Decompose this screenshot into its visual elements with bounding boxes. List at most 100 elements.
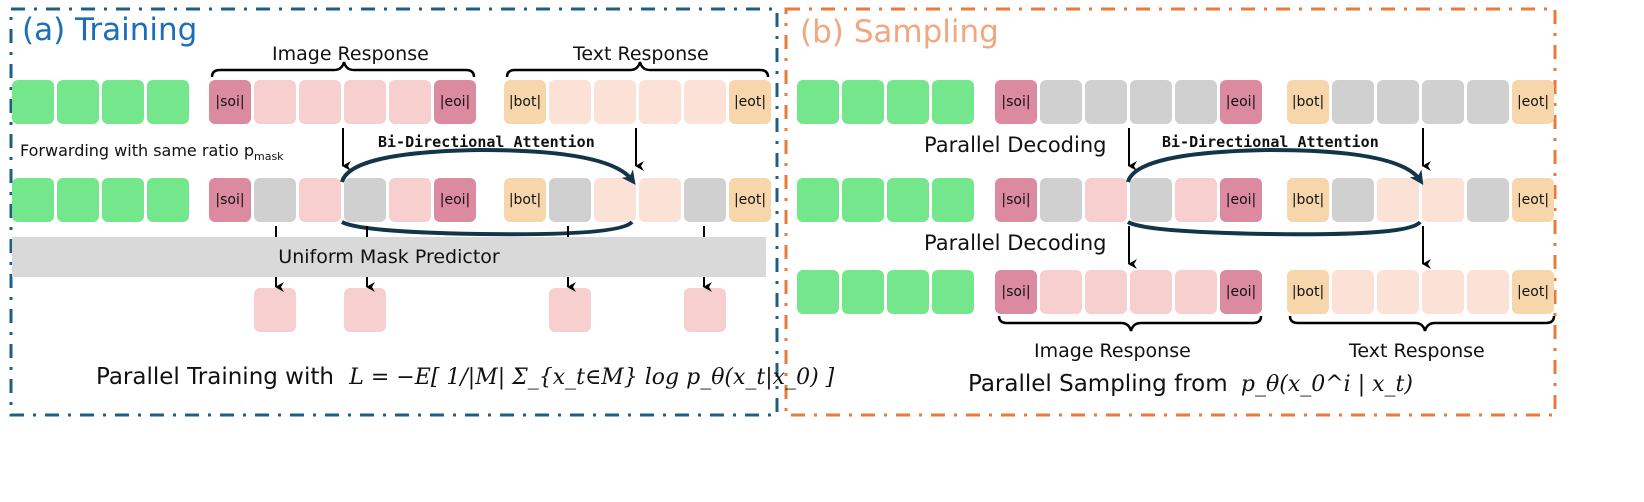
image-token bbox=[1175, 178, 1217, 222]
prompt-token bbox=[932, 178, 974, 222]
training-attention-label: Bi-Directional Attention bbox=[378, 133, 595, 151]
prompt-token bbox=[147, 178, 189, 222]
sampling-image-response-label: Image Response bbox=[1034, 340, 1191, 362]
text-special-token: |eot| bbox=[1512, 80, 1554, 124]
predicted-token bbox=[684, 288, 726, 332]
prompt-token bbox=[147, 80, 189, 124]
prompt-token bbox=[932, 80, 974, 124]
text-token bbox=[594, 178, 636, 222]
masked-text-token bbox=[1377, 80, 1419, 124]
training-loss-caption: Parallel Training with L = −E[ 1/|M| Σ_{… bbox=[96, 364, 834, 390]
predicted-token bbox=[254, 288, 296, 332]
masked-image-token bbox=[1040, 80, 1082, 124]
uniform-mask-predictor: Uniform Mask Predictor bbox=[12, 237, 766, 277]
text-special-token: |eot| bbox=[1512, 270, 1554, 314]
image-token bbox=[1085, 178, 1127, 222]
sampling-image-brace bbox=[997, 315, 1263, 332]
masked-text-token bbox=[1422, 80, 1464, 124]
predictor-label: Uniform Mask Predictor bbox=[278, 246, 500, 268]
text-token bbox=[639, 178, 681, 222]
image-special-token: |eoi| bbox=[434, 80, 476, 124]
prompt-token bbox=[887, 270, 929, 314]
prompt-token bbox=[932, 270, 974, 314]
text-token bbox=[1467, 270, 1509, 314]
text-special-token: |eot| bbox=[729, 178, 771, 222]
image-special-token: |soi| bbox=[209, 80, 251, 124]
image-token bbox=[299, 80, 341, 124]
image-token bbox=[1085, 270, 1127, 314]
image-token bbox=[1130, 270, 1172, 314]
image-token bbox=[254, 80, 296, 124]
training-text-response-label: Text Response bbox=[573, 43, 709, 65]
image-special-token: |soi| bbox=[209, 178, 251, 222]
text-special-token: |bot| bbox=[1287, 178, 1329, 222]
image-token bbox=[299, 178, 341, 222]
image-token bbox=[1040, 270, 1082, 314]
text-special-token: |eot| bbox=[729, 80, 771, 124]
prompt-token bbox=[797, 80, 839, 124]
loss-formula: L = −E[ 1/|M| Σ_{x_t∈M} log p_θ(x_t|x_0)… bbox=[349, 365, 835, 390]
training-panel-border bbox=[9, 7, 779, 417]
predicted-token bbox=[549, 288, 591, 332]
masked-image-token bbox=[1130, 178, 1172, 222]
predictor-arrows bbox=[275, 226, 712, 292]
text-token bbox=[594, 80, 636, 124]
training-image-response-label: Image Response bbox=[272, 43, 429, 65]
image-special-token: |eoi| bbox=[434, 178, 476, 222]
prompt-token bbox=[842, 178, 884, 222]
forwarding-subscript: mask bbox=[254, 150, 284, 164]
text-token bbox=[1422, 270, 1464, 314]
training-attention-arc-bottom bbox=[341, 220, 634, 237]
text-special-token: |bot| bbox=[504, 80, 546, 124]
masked-text-token bbox=[549, 178, 591, 222]
image-token bbox=[389, 178, 431, 222]
text-token bbox=[639, 80, 681, 124]
sampling-text-brace bbox=[1288, 315, 1556, 332]
sampling-attention-arc-top bbox=[1126, 147, 1424, 185]
image-token bbox=[344, 80, 386, 124]
training-title: (a) Training bbox=[22, 12, 198, 48]
text-special-token: |bot| bbox=[1287, 80, 1329, 124]
prompt-token bbox=[12, 80, 54, 124]
masked-image-token bbox=[1175, 80, 1217, 124]
sampling-prefix: Parallel Sampling from bbox=[968, 371, 1228, 397]
training-image-brace bbox=[210, 61, 476, 78]
sampling-text-response-label: Text Response bbox=[1349, 340, 1485, 362]
image-special-token: |eoi| bbox=[1220, 270, 1262, 314]
decoding-label-1: Parallel Decoding bbox=[924, 133, 1107, 157]
text-token bbox=[549, 80, 591, 124]
image-token bbox=[389, 80, 431, 124]
text-token bbox=[1332, 270, 1374, 314]
prompt-token bbox=[887, 80, 929, 124]
masked-image-token bbox=[254, 178, 296, 222]
text-token bbox=[1377, 270, 1419, 314]
prompt-token bbox=[102, 80, 144, 124]
forwarding-text: Forwarding with same ratio p bbox=[20, 141, 254, 160]
text-token bbox=[684, 80, 726, 124]
prompt-token bbox=[57, 178, 99, 222]
image-special-token: |soi| bbox=[995, 270, 1037, 314]
masked-image-token bbox=[1085, 80, 1127, 124]
text-special-token: |bot| bbox=[504, 178, 546, 222]
image-special-token: |soi| bbox=[995, 80, 1037, 124]
sampling-attention-arc-bottom bbox=[1126, 220, 1422, 237]
sampling-caption: Parallel Sampling from p_θ(x_0^i | x_t) bbox=[968, 371, 1413, 397]
training-attention-arc-top bbox=[340, 147, 636, 185]
masked-image-token bbox=[344, 178, 386, 222]
masked-text-token bbox=[1467, 178, 1509, 222]
image-special-token: |eoi| bbox=[1220, 80, 1262, 124]
text-token bbox=[1422, 178, 1464, 222]
masked-text-token bbox=[1332, 178, 1374, 222]
prompt-token bbox=[797, 178, 839, 222]
masked-text-token bbox=[684, 178, 726, 222]
text-special-token: |eot| bbox=[1512, 178, 1554, 222]
text-special-token: |bot| bbox=[1287, 270, 1329, 314]
masked-image-token bbox=[1040, 178, 1082, 222]
predicted-token bbox=[344, 288, 386, 332]
sampling-formula: p_θ(x_0^i | x_t) bbox=[1240, 372, 1413, 397]
decoding-label-2: Parallel Decoding bbox=[924, 231, 1107, 255]
masked-text-token bbox=[1332, 80, 1374, 124]
sampling-attention-label: Bi-Directional Attention bbox=[1162, 133, 1379, 151]
